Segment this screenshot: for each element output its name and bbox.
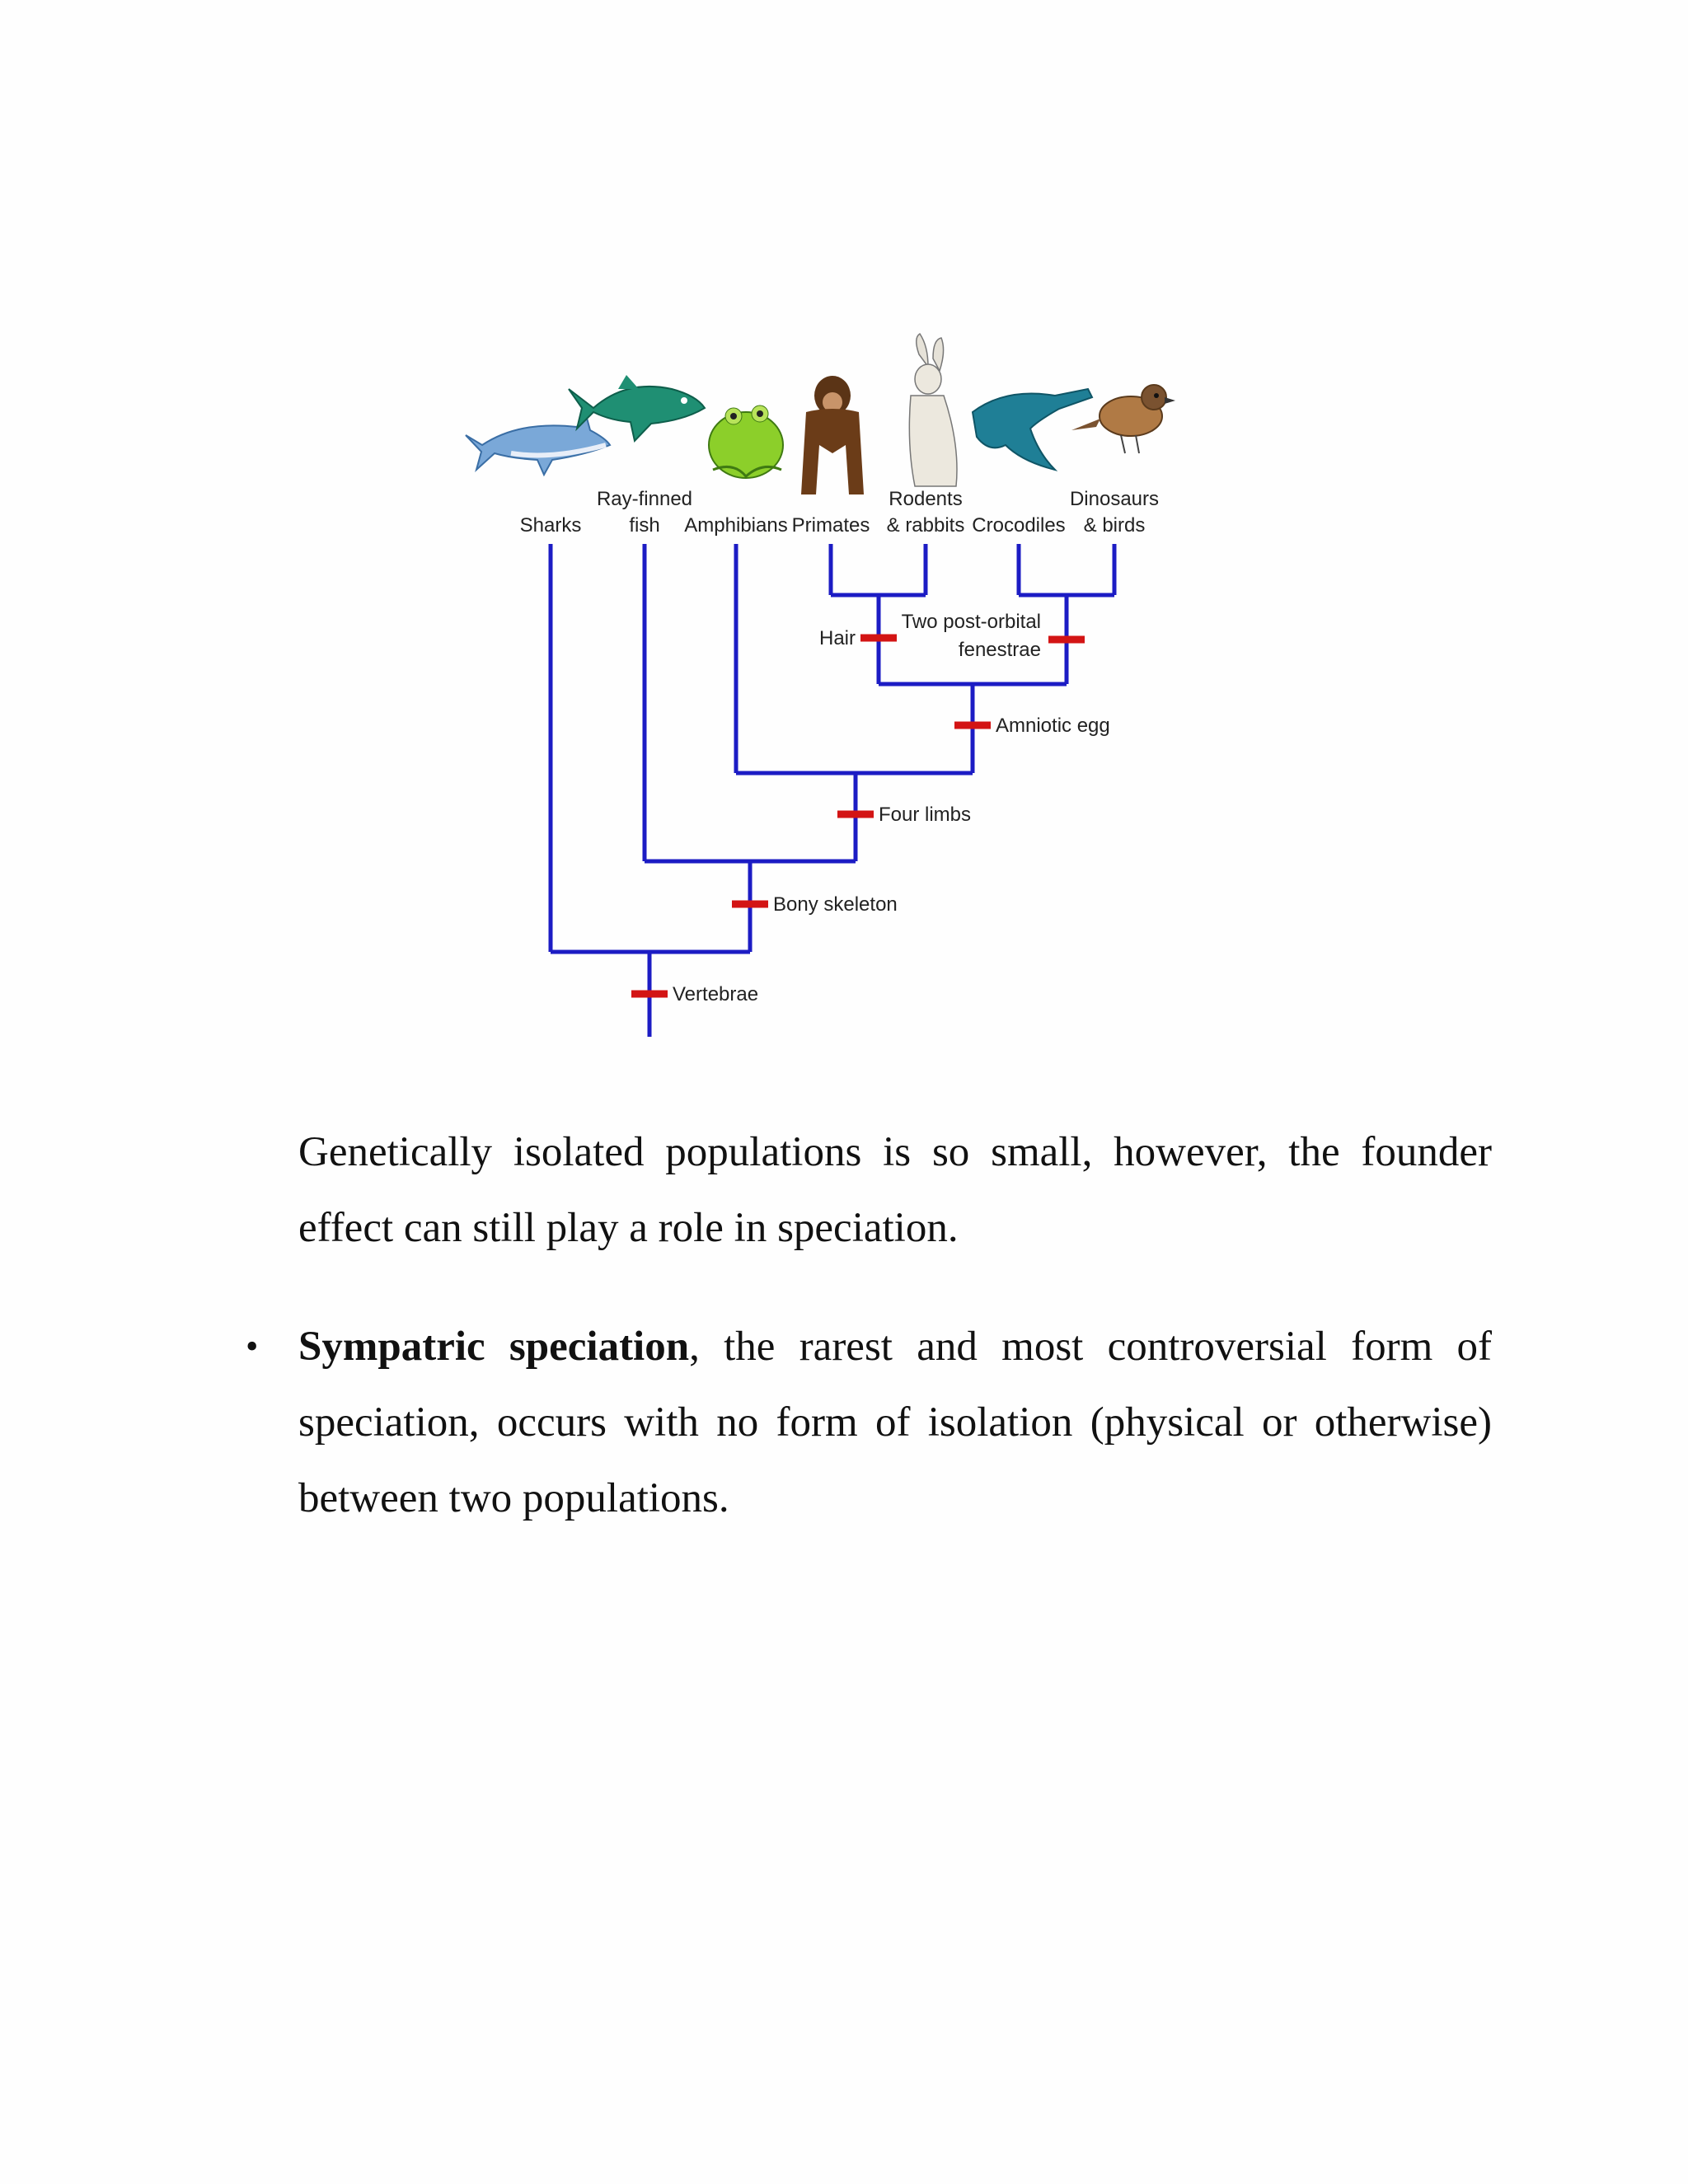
taxon-label: fish [629, 514, 659, 537]
trait-four-limbs: Four limbs [879, 804, 971, 826]
taxon-label: & rabbits [887, 514, 965, 537]
frog-icon [708, 405, 784, 479]
trait-markers [631, 634, 1085, 998]
taxon-label: Crocodiles [972, 514, 1065, 537]
trait-hair: Hair [819, 627, 856, 649]
bullet-marker: • [246, 1326, 259, 1366]
taxon-label: Dinosaurs [1070, 488, 1159, 510]
paragraph-sympatric-speciation: Sympatric speciation, the rarest and mos… [298, 1309, 1492, 1536]
taxon-label: Amphibians [684, 514, 787, 537]
shark-icon [465, 410, 612, 477]
paragraph-sympatric-body: , the rarest and most controversial form… [298, 1324, 1493, 1521]
taxon-label: Rodents [889, 488, 962, 510]
trait-postorbital-2: fenestrae [959, 639, 1041, 661]
trait-bony-skeleton: Bony skeleton [773, 893, 898, 916]
term-sympatric-speciation: Sympatric speciation [298, 1324, 690, 1370]
trait-vertebrae: Vertebrae [673, 983, 758, 1005]
tuna-icon [568, 375, 706, 443]
taxon-label: & birds [1084, 514, 1146, 537]
trait-postorbital-1: Two post-orbital [902, 611, 1041, 633]
taxon-label: Sharks [520, 514, 582, 537]
taxon-label: Ray-finned [597, 488, 692, 510]
rabbit-icon [908, 332, 958, 487]
tree-branches [548, 544, 1117, 1037]
chimpanzee-icon [801, 376, 864, 494]
crocodile-icon [971, 387, 1094, 471]
paragraph-founder-effect: Genetically isolated populations is so s… [298, 1129, 1492, 1251]
taxon-label: Primates [792, 514, 870, 537]
sparrow-icon [1071, 384, 1175, 454]
trait-amniotic-egg: Amniotic egg [996, 715, 1110, 737]
